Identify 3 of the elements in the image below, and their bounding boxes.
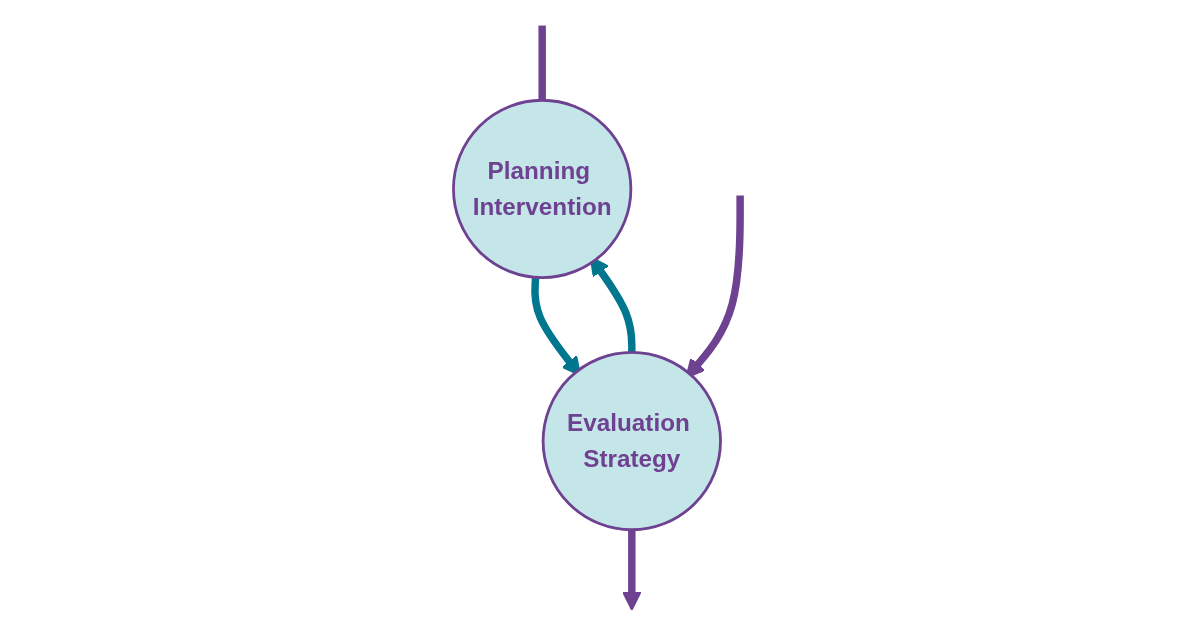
node-circle: Evaluation Strategy — [541, 350, 722, 532]
node-circle: Planning Intervention — [452, 98, 633, 280]
arrow — [621, 529, 642, 611]
